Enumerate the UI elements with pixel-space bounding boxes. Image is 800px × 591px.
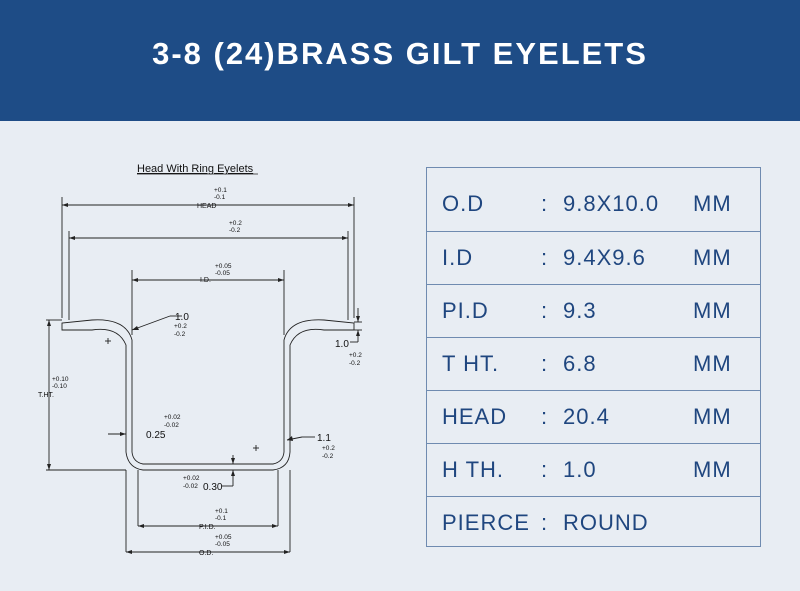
spec-value: ROUND xyxy=(563,510,649,535)
spec-separator: : xyxy=(541,510,549,535)
spec-value: 9.4X9.6 xyxy=(563,245,646,270)
spec-label: PI.D xyxy=(442,298,489,323)
eyelet-technical-drawing: Head With Ring Eyelets +0.1 -0.1 HEAD +0… xyxy=(38,163,362,557)
spec-unit: MM xyxy=(693,351,732,376)
page-title: 3-8 (24)BRASS GILT EYELETS xyxy=(152,36,648,71)
drawing-caption: Head With Ring Eyelets xyxy=(137,163,254,175)
pid-tol-plus: +0.1 xyxy=(215,508,228,515)
inner-tol-plus: +0.2 xyxy=(229,220,242,227)
spec-row-tht: T HT. : 6.8 MM xyxy=(427,337,760,390)
tht-tol-plus: +0.10 xyxy=(52,376,69,383)
curl-left-value: 1.0 xyxy=(175,312,189,323)
header-banner: 3-8 (24)BRASS GILT EYELETS xyxy=(0,0,800,121)
tht-tol-minus: -0.10 xyxy=(52,383,67,390)
radius-tol-minus: -0.2 xyxy=(322,453,334,460)
spec-unit: MM xyxy=(693,191,732,216)
id-tol-minus: -0.05 xyxy=(215,270,230,277)
spec-separator: : xyxy=(541,298,549,323)
pid-tol-minus: -0.1 xyxy=(215,515,227,522)
curl-right-tol-plus: +0.2 xyxy=(349,352,362,359)
bottom-value: 0.30 xyxy=(203,482,223,493)
wall-value: 0.25 xyxy=(146,430,166,441)
spec-label: HEAD xyxy=(442,404,508,429)
spec-unit: MM xyxy=(693,298,732,323)
spec-label: H TH. xyxy=(442,457,505,482)
spec-value: 9.3 xyxy=(563,298,597,323)
spec-label: I.D xyxy=(442,245,474,270)
head-tol-plus: +0.1 xyxy=(214,187,227,194)
curl-left-tol-minus: -0.2 xyxy=(174,331,186,338)
wall-tol-plus: +0.02 xyxy=(164,414,181,421)
id-label: I.D. xyxy=(200,277,211,284)
id-tol-plus: +0.05 xyxy=(215,263,232,270)
spec-value: 9.8X10.0 xyxy=(563,191,660,216)
spec-row-head: HEAD : 20.4 MM xyxy=(427,390,760,443)
curl-right-value: 1.0 xyxy=(335,339,349,350)
spec-value: 1.0 xyxy=(563,457,597,482)
spec-label: O.D xyxy=(442,191,485,216)
spec-row-pierce: PIERCE : ROUND xyxy=(427,496,760,549)
spec-separator: : xyxy=(541,245,549,270)
spec-row-pid: PI.D : 9.3 MM xyxy=(427,284,760,337)
eyelet-profile-outer xyxy=(61,319,355,471)
spec-separator: : xyxy=(541,191,549,216)
head-tol-minus: -0.1 xyxy=(214,194,226,201)
od-label: O.D. xyxy=(199,550,213,557)
spec-value: 6.8 xyxy=(563,351,597,376)
spec-separator: : xyxy=(541,351,549,376)
spec-unit: MM xyxy=(693,457,732,482)
od-tol-minus: -0.05 xyxy=(215,541,230,548)
spec-unit: MM xyxy=(693,245,732,270)
radius-value: 1.1 xyxy=(317,433,331,444)
spec-table: O.D : 9.8X10.0 MM I.D : 9.4X9.6 MM PI.D … xyxy=(426,167,761,547)
pid-label: P.I.D. xyxy=(199,524,216,531)
spec-label: PIERCE xyxy=(442,510,530,535)
curl-left-tol-plus: +0.2 xyxy=(174,323,187,330)
spec-label: T HT. xyxy=(442,351,500,376)
spec-value: 20.4 xyxy=(563,404,610,429)
bottom-tol-plus: +0.02 xyxy=(183,475,200,482)
od-tol-plus: +0.05 xyxy=(215,534,232,541)
spec-row-id: I.D : 9.4X9.6 MM xyxy=(427,231,760,284)
curl-right-tol-minus: -0.2 xyxy=(349,360,361,367)
spec-separator: : xyxy=(541,457,549,482)
tht-label: T.HT. xyxy=(38,392,54,399)
spec-separator: : xyxy=(541,404,549,429)
spec-row-hth: H TH. : 1.0 MM xyxy=(427,443,760,496)
spec-unit: MM xyxy=(693,404,732,429)
head-label: HEAD xyxy=(197,203,216,210)
radius-tol-plus: +0.2 xyxy=(322,445,335,452)
wall-tol-minus: -0.02 xyxy=(164,422,179,429)
inner-tol-minus: -0.2 xyxy=(229,227,241,234)
bottom-tol-minus: -0.02 xyxy=(183,483,198,490)
spec-row-od: O.D : 9.8X10.0 MM xyxy=(427,178,760,231)
